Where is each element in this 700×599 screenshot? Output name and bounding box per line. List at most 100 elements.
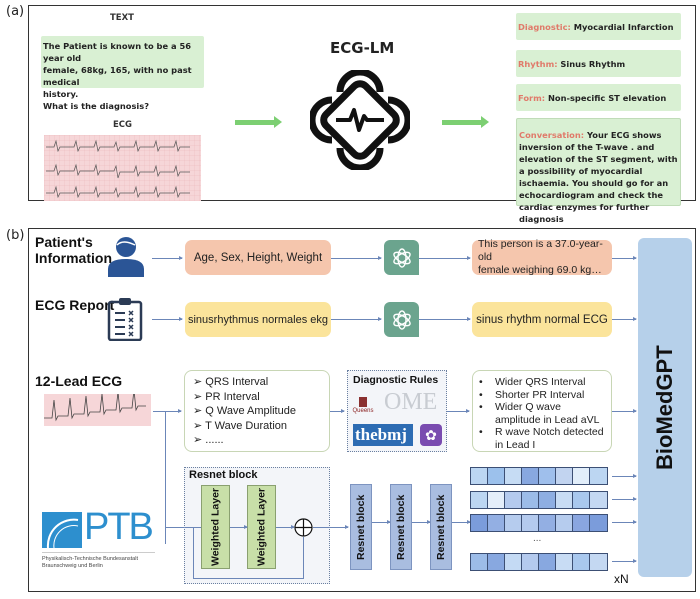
embedding-cell	[505, 515, 522, 531]
embedding-cell	[471, 554, 488, 570]
ptb-text: PTB	[84, 506, 154, 548]
embedding-cell	[590, 468, 607, 484]
arrow-to-outputs-icon	[442, 116, 489, 128]
findings-box: •Wider QRS Interval •Shorter PR Interval…	[472, 370, 612, 452]
text-heading: TEXT	[110, 13, 134, 23]
connector	[331, 317, 382, 321]
connector	[612, 520, 637, 524]
resnet-block-2: Resnet block	[390, 484, 412, 570]
report-output-box: sinus rhythm normal ECG	[472, 302, 612, 337]
ecg-trace-icon	[44, 135, 201, 201]
embedding-cell	[488, 468, 505, 484]
skip-connection	[303, 537, 304, 578]
embedding-cell	[539, 468, 556, 484]
connector	[419, 256, 471, 260]
ellipsis: ...	[533, 533, 542, 544]
embedding-cell	[556, 492, 573, 508]
output-value: Myocardial Infarction	[570, 21, 674, 32]
chatgpt-icon	[384, 302, 419, 337]
arrow-to-model-icon	[235, 116, 282, 128]
prompt-box: The Patient is known to be a 56 year old…	[41, 36, 204, 111]
finding-text: R wave Notch detected in Lead I	[495, 426, 604, 451]
ptb-logo: PTB Physikalisch-Technische Bundesanstal…	[40, 506, 155, 586]
bmj-logo: thebmj	[353, 424, 413, 446]
feature-item: ➢ QRS Interval	[193, 376, 269, 388]
title-line: Patient's	[35, 234, 93, 250]
connector	[230, 525, 248, 529]
embedding-cell	[590, 515, 607, 531]
feature-item: ➢ T Wave Duration	[193, 419, 287, 432]
finding-item: •Shorter PR Interval	[479, 388, 585, 401]
embedding-cell	[505, 492, 522, 508]
embedding-cell	[471, 492, 488, 508]
ecg-lm-logo-icon	[308, 68, 412, 172]
embedding-cell	[590, 554, 607, 570]
output-key: Rhythm:	[518, 58, 558, 69]
output-line: This person is a 37.0-year-old	[478, 238, 603, 263]
feature-item: ➢ PR Interval	[193, 390, 260, 403]
connector	[612, 317, 637, 321]
leaf-logo-icon: ✿	[420, 424, 442, 446]
connector	[372, 520, 391, 524]
embedding-row	[470, 491, 608, 509]
output-rhythm: Rhythm: Sinus Rhythm	[516, 50, 681, 77]
embedding-cell	[539, 554, 556, 570]
prompt-line: history.	[43, 89, 79, 99]
output-value: Sinus Rhythm	[557, 58, 626, 69]
panel-b-frame	[28, 228, 696, 592]
embedding-cell	[573, 515, 590, 531]
embedding-cell	[522, 515, 539, 531]
output-line: female weighing 69.0 kg…	[478, 264, 602, 276]
diagnostic-rules-box: Diagnostic Rules Queens OME thebmj ✿	[347, 370, 447, 452]
ecg-trace-icon	[44, 389, 146, 422]
connector	[612, 409, 637, 413]
embedding-cell	[556, 515, 573, 531]
connector	[452, 520, 471, 524]
output-diagnostic: Diagnostic: Myocardial Infarction	[516, 13, 681, 40]
connector	[612, 256, 637, 260]
output-value: Non-specific ST elevation	[545, 92, 667, 103]
connector	[447, 409, 470, 413]
finding-text: Wider Q wave amplitude in Lead aVL	[495, 401, 600, 426]
caption-line: Braunschweig und Berlin	[42, 563, 103, 569]
features-box: ➢ QRS Interval ➢ PR Interval ➢ Q Wave Am…	[184, 370, 330, 452]
report-input-box: sinusrhythmus normales ekg	[185, 302, 331, 337]
ecg-12-strip	[44, 389, 151, 426]
caption-line: Physikalisch-Technische Bundesanstalt	[42, 556, 138, 562]
connector	[330, 409, 345, 413]
embedding-row	[470, 467, 608, 485]
output-value: Your ECG shows inversion of the T-wave .…	[519, 130, 678, 224]
embedding-cell	[471, 468, 488, 484]
ecg-heading: ECG	[113, 120, 133, 130]
connector	[276, 525, 295, 529]
connector	[165, 527, 201, 528]
embedding-cell	[573, 468, 590, 484]
embedding-cell	[539, 515, 556, 531]
prompt-line: The Patient is known to be a 56 year old	[43, 41, 192, 63]
connector	[313, 525, 349, 529]
embedding-cell	[573, 492, 590, 508]
panel-a-frame	[28, 5, 696, 201]
repeat-label: xN	[614, 572, 629, 586]
feature-item: ➢ ......	[193, 434, 224, 446]
embedding-cell	[471, 515, 488, 531]
embedding-cell	[556, 468, 573, 484]
embedding-row	[470, 514, 608, 532]
weighted-layer-2: Weighted Layer	[247, 485, 276, 569]
finding-item: •Wider Q wave amplitude in Lead aVL	[479, 401, 611, 426]
divider	[42, 552, 155, 553]
embedding-cell	[556, 554, 573, 570]
prompt-line: What is the diagnosis?	[43, 101, 150, 111]
connector	[412, 520, 431, 524]
skip-connection	[193, 527, 194, 578]
resnet-block-title: Resnet block	[189, 469, 258, 481]
connector	[152, 256, 183, 260]
resnet-block-3: Resnet block	[430, 484, 452, 570]
embedding-cell	[522, 492, 539, 508]
embedding-cell	[505, 468, 522, 484]
embedding-cell	[590, 492, 607, 508]
embedding-cell	[522, 554, 539, 570]
queens-label: Queens	[352, 408, 374, 414]
chatgpt-icon	[384, 240, 419, 275]
